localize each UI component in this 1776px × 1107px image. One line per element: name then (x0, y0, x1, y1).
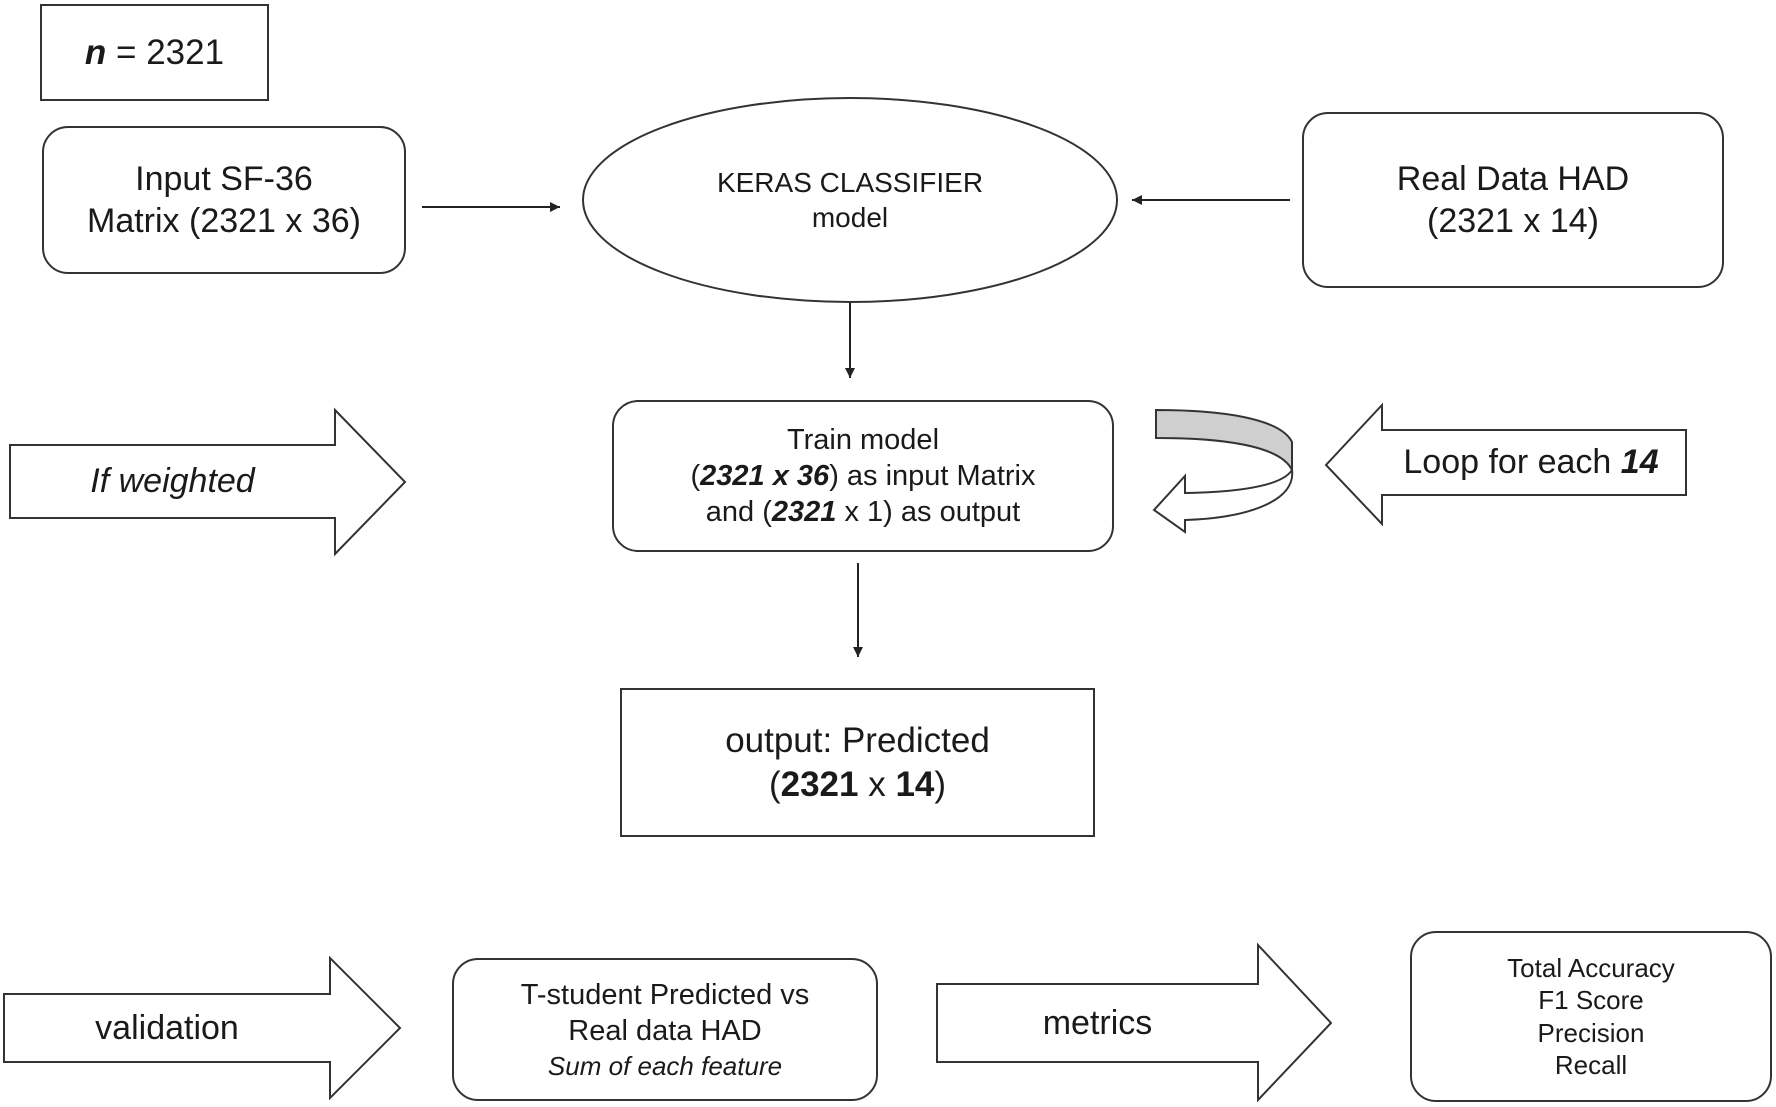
predicted-output-title: output: Predicted (725, 720, 990, 760)
predicted-output-box: output: Predicted (2321 x 14) (620, 688, 1095, 837)
predicted-cols: 14 (895, 764, 935, 804)
metrics-arrow-label: metrics (1042, 1003, 1153, 1042)
sample-size-value: = 2321 (106, 32, 225, 72)
train-input-dims: 2321 x 36 (700, 459, 830, 492)
classifier-ellipse (582, 97, 1118, 303)
validation-label: validation (95, 1008, 239, 1047)
loop-label: Loop for each 14 (1376, 430, 1686, 495)
t-student-title: T-student Predicted vs (520, 979, 810, 1011)
metrics-list-box: Total Accuracy F1 Score Precision Recall (1410, 931, 1772, 1102)
t-student-subtitle: Real data HAD (568, 1015, 762, 1048)
predicted-rows: 2321 (780, 764, 859, 804)
predicted-times: x (858, 764, 896, 804)
train-output-text: x 1) as output (836, 496, 1021, 529)
metric-total-accuracy: Total Accuracy (1507, 952, 1675, 983)
t-student-box: T-student Predicted vs Real data HAD Sum… (452, 958, 878, 1101)
loop-text: Loop for each (1403, 443, 1621, 481)
predicted-close: ) (934, 764, 947, 804)
sample-size-variable: n (84, 32, 107, 72)
sample-size-box: n = 2321 (40, 4, 269, 101)
train-output-dims: 2321 (771, 496, 837, 529)
loop-count: 14 (1620, 443, 1659, 481)
if-weighted-label: If weighted (90, 462, 255, 500)
loop-curved-arrow (1152, 408, 1294, 534)
metric-recall: Recall (1554, 1050, 1628, 1080)
classifier-title: KERAS CLASSIFIER (716, 167, 984, 198)
input-matrix-dimensions: Matrix (2321 x 36) (87, 202, 361, 240)
train-model-title: Train model (786, 423, 940, 456)
train-input-text: ) as input Matrix (829, 459, 1036, 492)
input-matrix-title: Input SF-36 (135, 159, 313, 198)
metric-f1-score: F1 Score (1538, 985, 1644, 1015)
real-data-title: Real Data HAD (1396, 159, 1630, 198)
real-data-dimensions: (2321 x 14) (1427, 202, 1599, 240)
metrics-block-arrow (936, 942, 1333, 1103)
predicted-open: ( (768, 764, 781, 804)
t-student-note: Sum of each feature (547, 1050, 783, 1081)
classifier-subtitle: model (811, 202, 889, 233)
input-matrix-box: Input SF-36 Matrix (2321 x 36) (42, 126, 406, 274)
loop-block-arrow (1324, 402, 1687, 527)
metric-precision: Precision (1537, 1017, 1645, 1048)
validation-block-arrow (3, 955, 402, 1101)
real-data-box: Real Data HAD (2321 x 14) (1302, 112, 1724, 288)
if-weighted-block-arrow (9, 407, 407, 557)
train-input-open: ( (690, 459, 701, 492)
classifier-label: KERAS CLASSIFIER model (600, 150, 1100, 250)
train-output-open: and ( (705, 496, 772, 529)
train-model-box: Train model (2321 x 36) as input Matrix … (612, 400, 1114, 552)
